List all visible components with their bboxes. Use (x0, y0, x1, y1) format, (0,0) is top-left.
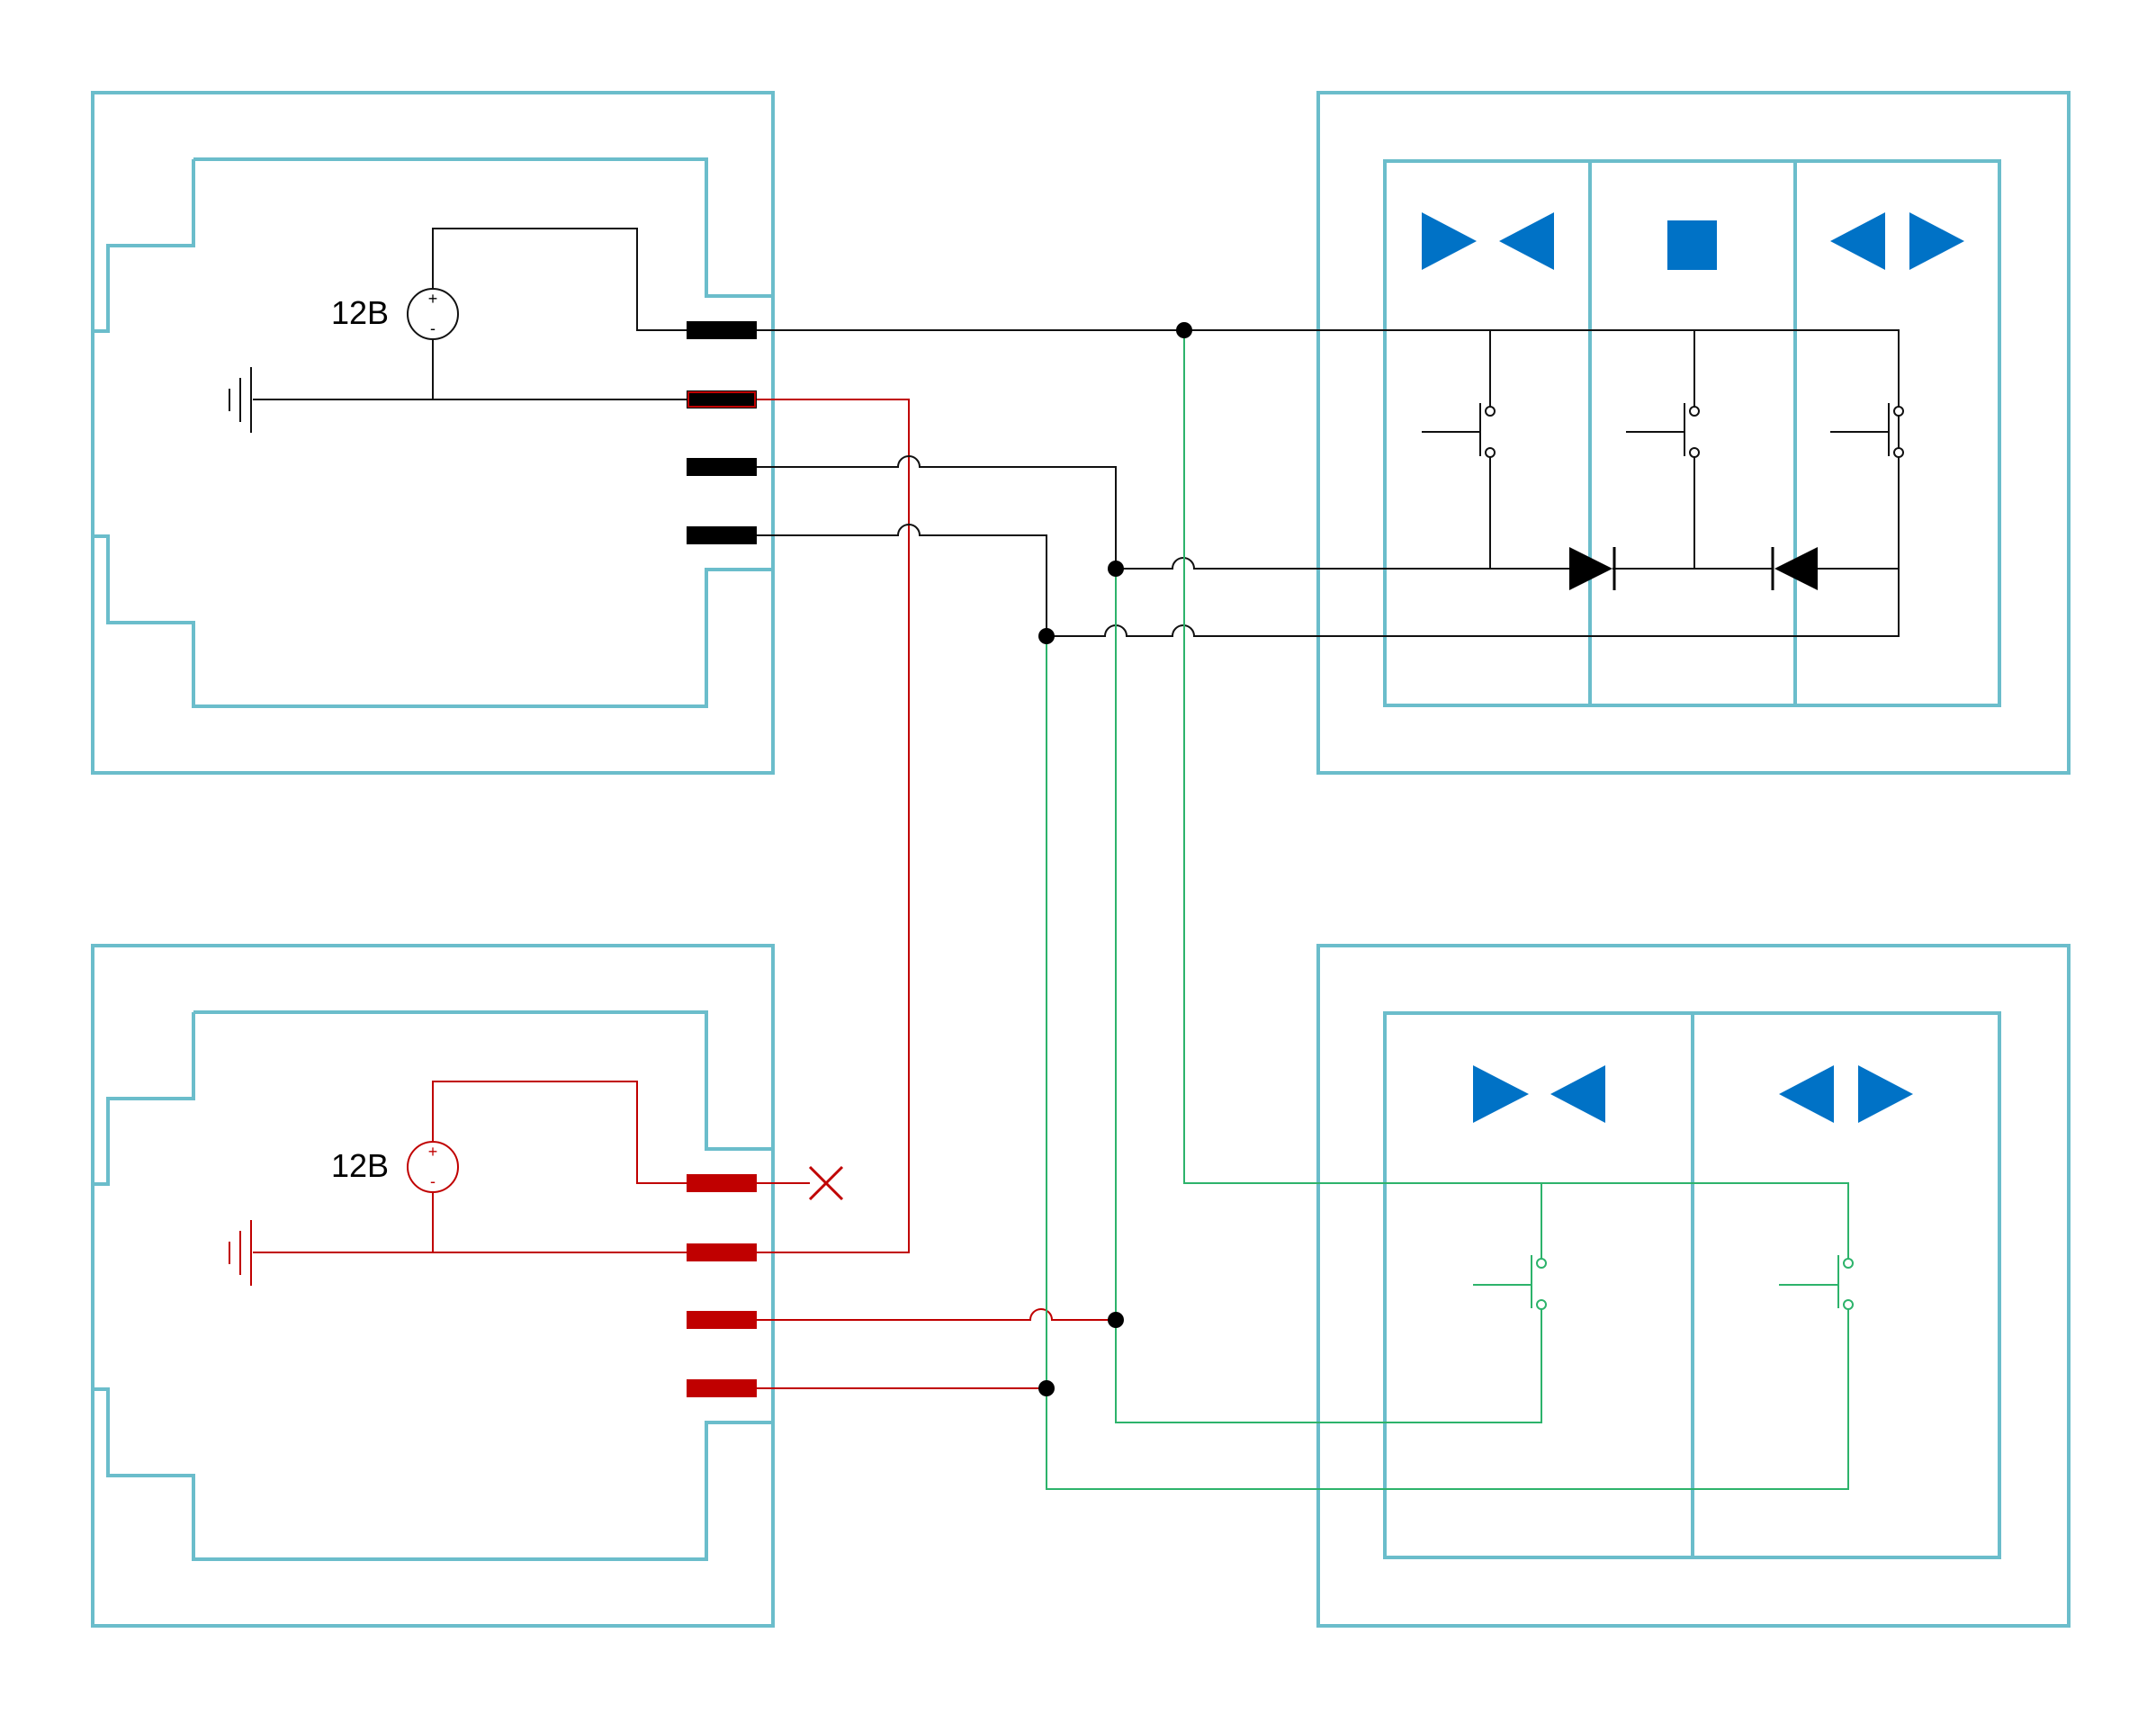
switch-panel-two-key (1316, 944, 2071, 1628)
stop-icon (1667, 220, 1717, 270)
terminal (687, 321, 757, 339)
ground-icon (229, 367, 252, 433)
push-button-switch-icon (1779, 1255, 1854, 1310)
controller-inner-frame (93, 159, 195, 333)
bottom-controller-circuit: + - 12B (229, 1081, 844, 1397)
wire (757, 1308, 1116, 1321)
close-curtain-icon (1779, 1065, 1913, 1123)
terminal (687, 1311, 757, 1329)
terminal-outline (687, 391, 756, 408)
controller-inner-frame (93, 1012, 195, 1186)
junction-dot (1038, 1380, 1055, 1396)
panel-outer-frame (1316, 944, 2071, 1628)
wire (1183, 330, 1849, 1261)
terminal (687, 390, 757, 408)
open-curtain-icon (1422, 212, 1554, 270)
source-minus-sign: - (430, 1172, 436, 1190)
top-controller-circuit: + - 12B (229, 228, 757, 544)
open-curtain-icon (1473, 1065, 1605, 1123)
terminal (687, 1174, 757, 1192)
wire (432, 1081, 687, 1184)
junction-dot (1108, 561, 1124, 577)
panel-inner-frame (1383, 159, 2001, 707)
source-minus-sign: - (430, 319, 436, 337)
controller-inner-frame (193, 1010, 773, 1151)
controller-inner-frame (193, 157, 773, 298)
junction-dot (1038, 628, 1055, 644)
terminal (687, 1379, 757, 1397)
wire (1046, 636, 1849, 1490)
wire (757, 399, 910, 1253)
wire (432, 228, 687, 331)
terminal (687, 526, 757, 544)
controller-inner-frame (93, 534, 773, 708)
source-plus-sign: + (428, 1143, 438, 1161)
controller-box-top (91, 91, 775, 775)
push-button-switch-icon (1422, 403, 1496, 458)
diode-icon (1569, 547, 1616, 590)
push-button-switch-icon (1830, 403, 1904, 458)
push-button-switch-icon (1473, 1255, 1547, 1310)
terminal (687, 1243, 757, 1261)
diode-icon (1771, 547, 1818, 590)
controller-inner-frame (93, 1387, 773, 1561)
controller-box-bottom (91, 944, 775, 1628)
terminal (687, 458, 757, 476)
source-voltage-label: 12B (331, 294, 389, 331)
junction-dot (1176, 322, 1192, 338)
wire (757, 455, 1117, 569)
junction-dot (1108, 1312, 1124, 1328)
switch-panel-three-key (1316, 91, 2071, 775)
close-curtain-icon (1830, 212, 1964, 270)
wire (1047, 569, 1900, 637)
wire (757, 524, 1047, 636)
controller-outer-frame (91, 91, 775, 775)
wire (1115, 569, 1542, 1423)
no-connection-cross-icon (808, 1165, 844, 1201)
wire (757, 329, 1900, 569)
push-button-switch-icon (1626, 403, 1700, 458)
ground-icon (229, 1220, 252, 1286)
controller-outer-frame (91, 944, 775, 1628)
source-voltage-label: 12B (331, 1147, 389, 1184)
panel-outer-frame (1316, 91, 2071, 775)
source-plus-sign: + (428, 290, 438, 308)
